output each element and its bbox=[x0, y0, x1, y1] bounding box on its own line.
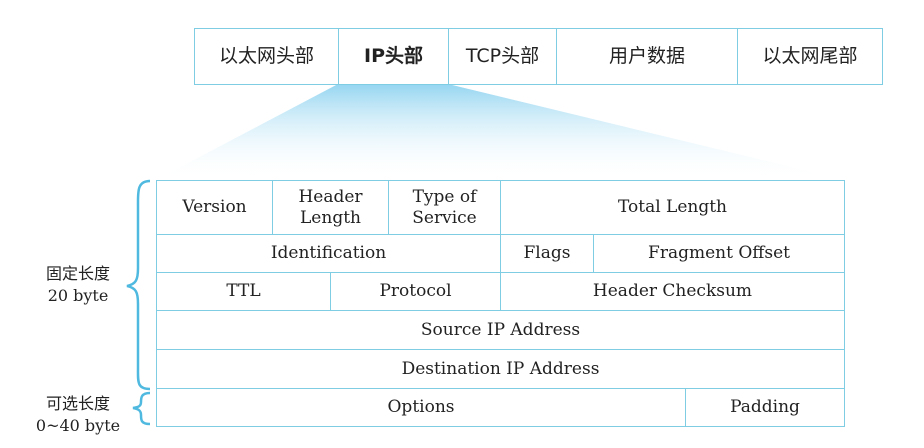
fragment-offset-field: Fragment Offset bbox=[593, 234, 845, 273]
header-checksum-field: Header Checksum bbox=[500, 272, 845, 311]
destination-ip-field: Destination IP Address bbox=[156, 349, 845, 389]
tcp-header-cell: TCP头部 bbox=[448, 28, 557, 85]
ttl-field: TTL bbox=[156, 272, 331, 311]
ethernet-trailer-cell: 以太网尾部 bbox=[737, 28, 883, 85]
optional-length-size: 0~40 byte bbox=[35, 415, 121, 435]
zoom-fan bbox=[156, 84, 845, 180]
optional-length-brace bbox=[132, 391, 151, 426]
options-field: Options bbox=[156, 388, 686, 427]
identification-field: Identification bbox=[156, 234, 501, 273]
optional-length-label: 可选长度 bbox=[45, 394, 110, 413]
total-length-field: Total Length bbox=[500, 180, 845, 235]
ethernet-header-cell: 以太网头部 bbox=[194, 28, 339, 85]
fixed-length-size: 20 byte bbox=[47, 285, 109, 305]
optional-length-annotation: 可选长度 0~40 byte bbox=[22, 393, 134, 436]
ip-header-cell: IP头部 bbox=[338, 28, 449, 85]
flags-field: Flags bbox=[500, 234, 594, 273]
protocol-field: Protocol bbox=[330, 272, 501, 311]
user-data-cell: 用户数据 bbox=[556, 28, 738, 85]
version-field: Version bbox=[156, 180, 273, 235]
fixed-length-label: 固定长度 bbox=[45, 264, 110, 283]
fixed-length-annotation: 固定长度 20 byte bbox=[30, 263, 126, 306]
fixed-length-brace bbox=[126, 179, 151, 391]
padding-field: Padding bbox=[685, 388, 845, 427]
source-ip-field: Source IP Address bbox=[156, 310, 845, 350]
